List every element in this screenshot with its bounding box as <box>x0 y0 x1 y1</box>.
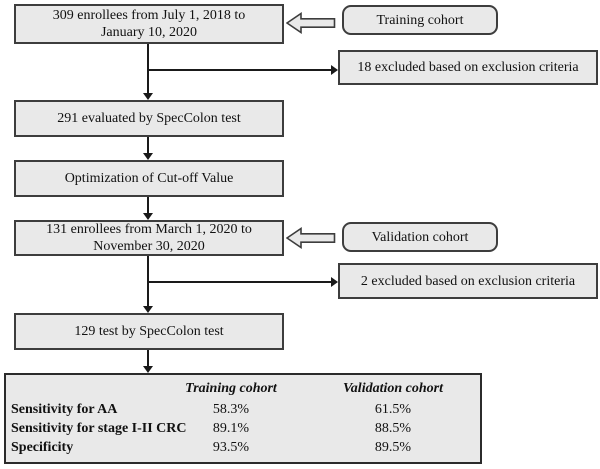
training-value: 93.5% <box>212 440 250 455</box>
flow-box-validation-excluded: 2 excluded based on exclusion criteria <box>338 263 598 299</box>
validation-value: 88.5% <box>374 421 412 436</box>
validation-value: 61.5% <box>374 402 412 417</box>
flow-line-down-2 <box>147 137 149 153</box>
flow-line-down-3 <box>147 197 149 213</box>
flow-box-training-enrollees-line1: 309 enrollees from July 1, 2018 to <box>52 8 246 23</box>
flow-box-validation-enrollees: 131 enrollees from March 1, 2020 to Nove… <box>14 220 284 256</box>
results-table-header-row: Training cohort Validation cohort <box>6 379 480 398</box>
arrowhead-down-3 <box>143 213 153 220</box>
flow-line-branch-2 <box>148 281 331 283</box>
training-excluded-text: 18 excluded based on exclusion criteria <box>357 60 579 75</box>
label-box-validation-cohort: Validation cohort <box>342 222 498 252</box>
flow-box-evaluated: 291 evaluated by SpecColon test <box>14 100 284 137</box>
arrowhead-right-1 <box>331 65 338 75</box>
column-header-validation-cohort: Validation cohort <box>343 381 443 396</box>
flow-line-down-5 <box>147 350 149 366</box>
training-value: 89.1% <box>212 421 250 436</box>
flow-box-tested: 129 test by SpecColon test <box>14 313 284 350</box>
results-table: Training cohort Validation cohort Sensit… <box>4 373 482 464</box>
row-label: Sensitivity for stage I-II CRC <box>11 421 187 436</box>
flow-box-training-enrollees: 309 enrollees from July 1, 2018 to Janua… <box>14 4 284 44</box>
training-value: 58.3% <box>212 402 250 417</box>
cutoff-text: Optimization of Cut-off Value <box>64 171 234 186</box>
arrowhead-down-1 <box>143 93 153 100</box>
arrowhead-down-2 <box>143 153 153 160</box>
arrowhead-down-5 <box>143 366 153 373</box>
row-label: Specificity <box>11 440 74 455</box>
arrowhead-down-4 <box>143 306 153 313</box>
validation-excluded-text: 2 excluded based on exclusion criteria <box>360 273 576 289</box>
flow-box-cutoff: Optimization of Cut-off Value <box>14 160 284 197</box>
flow-box-training-excluded: 18 excluded based on exclusion criteria <box>338 50 598 85</box>
arrowhead-right-2 <box>331 277 338 287</box>
flow-box-validation-enrollees-line1: 131 enrollees from March 1, 2020 to <box>46 222 252 237</box>
row-label: Sensitivity for AA <box>11 402 118 417</box>
block-arrow-left-validation-icon <box>286 227 336 249</box>
flow-box-training-enrollees-line2: January 10, 2020 <box>100 25 198 40</box>
table-row-sensitivity-crc: Sensitivity for stage I-II CRC 89.1% 88.… <box>6 419 480 438</box>
flow-box-validation-enrollees-line2: November 30, 2020 <box>93 239 205 254</box>
block-arrow-left-training-icon <box>286 12 336 34</box>
column-header-training-cohort: Training cohort <box>185 381 277 396</box>
table-row-specificity: Specificity 93.5% 89.5% <box>6 438 480 457</box>
flow-line-branch-1 <box>148 69 331 71</box>
validation-cohort-label: Validation cohort <box>371 229 469 245</box>
evaluated-text: 291 evaluated by SpecColon test <box>57 111 241 126</box>
training-cohort-label: Training cohort <box>376 12 464 28</box>
tested-text: 129 test by SpecColon test <box>74 324 224 339</box>
table-row-sensitivity-aa: Sensitivity for AA 58.3% 61.5% <box>6 400 480 419</box>
validation-value: 89.5% <box>374 440 412 455</box>
label-box-training-cohort: Training cohort <box>342 5 498 35</box>
